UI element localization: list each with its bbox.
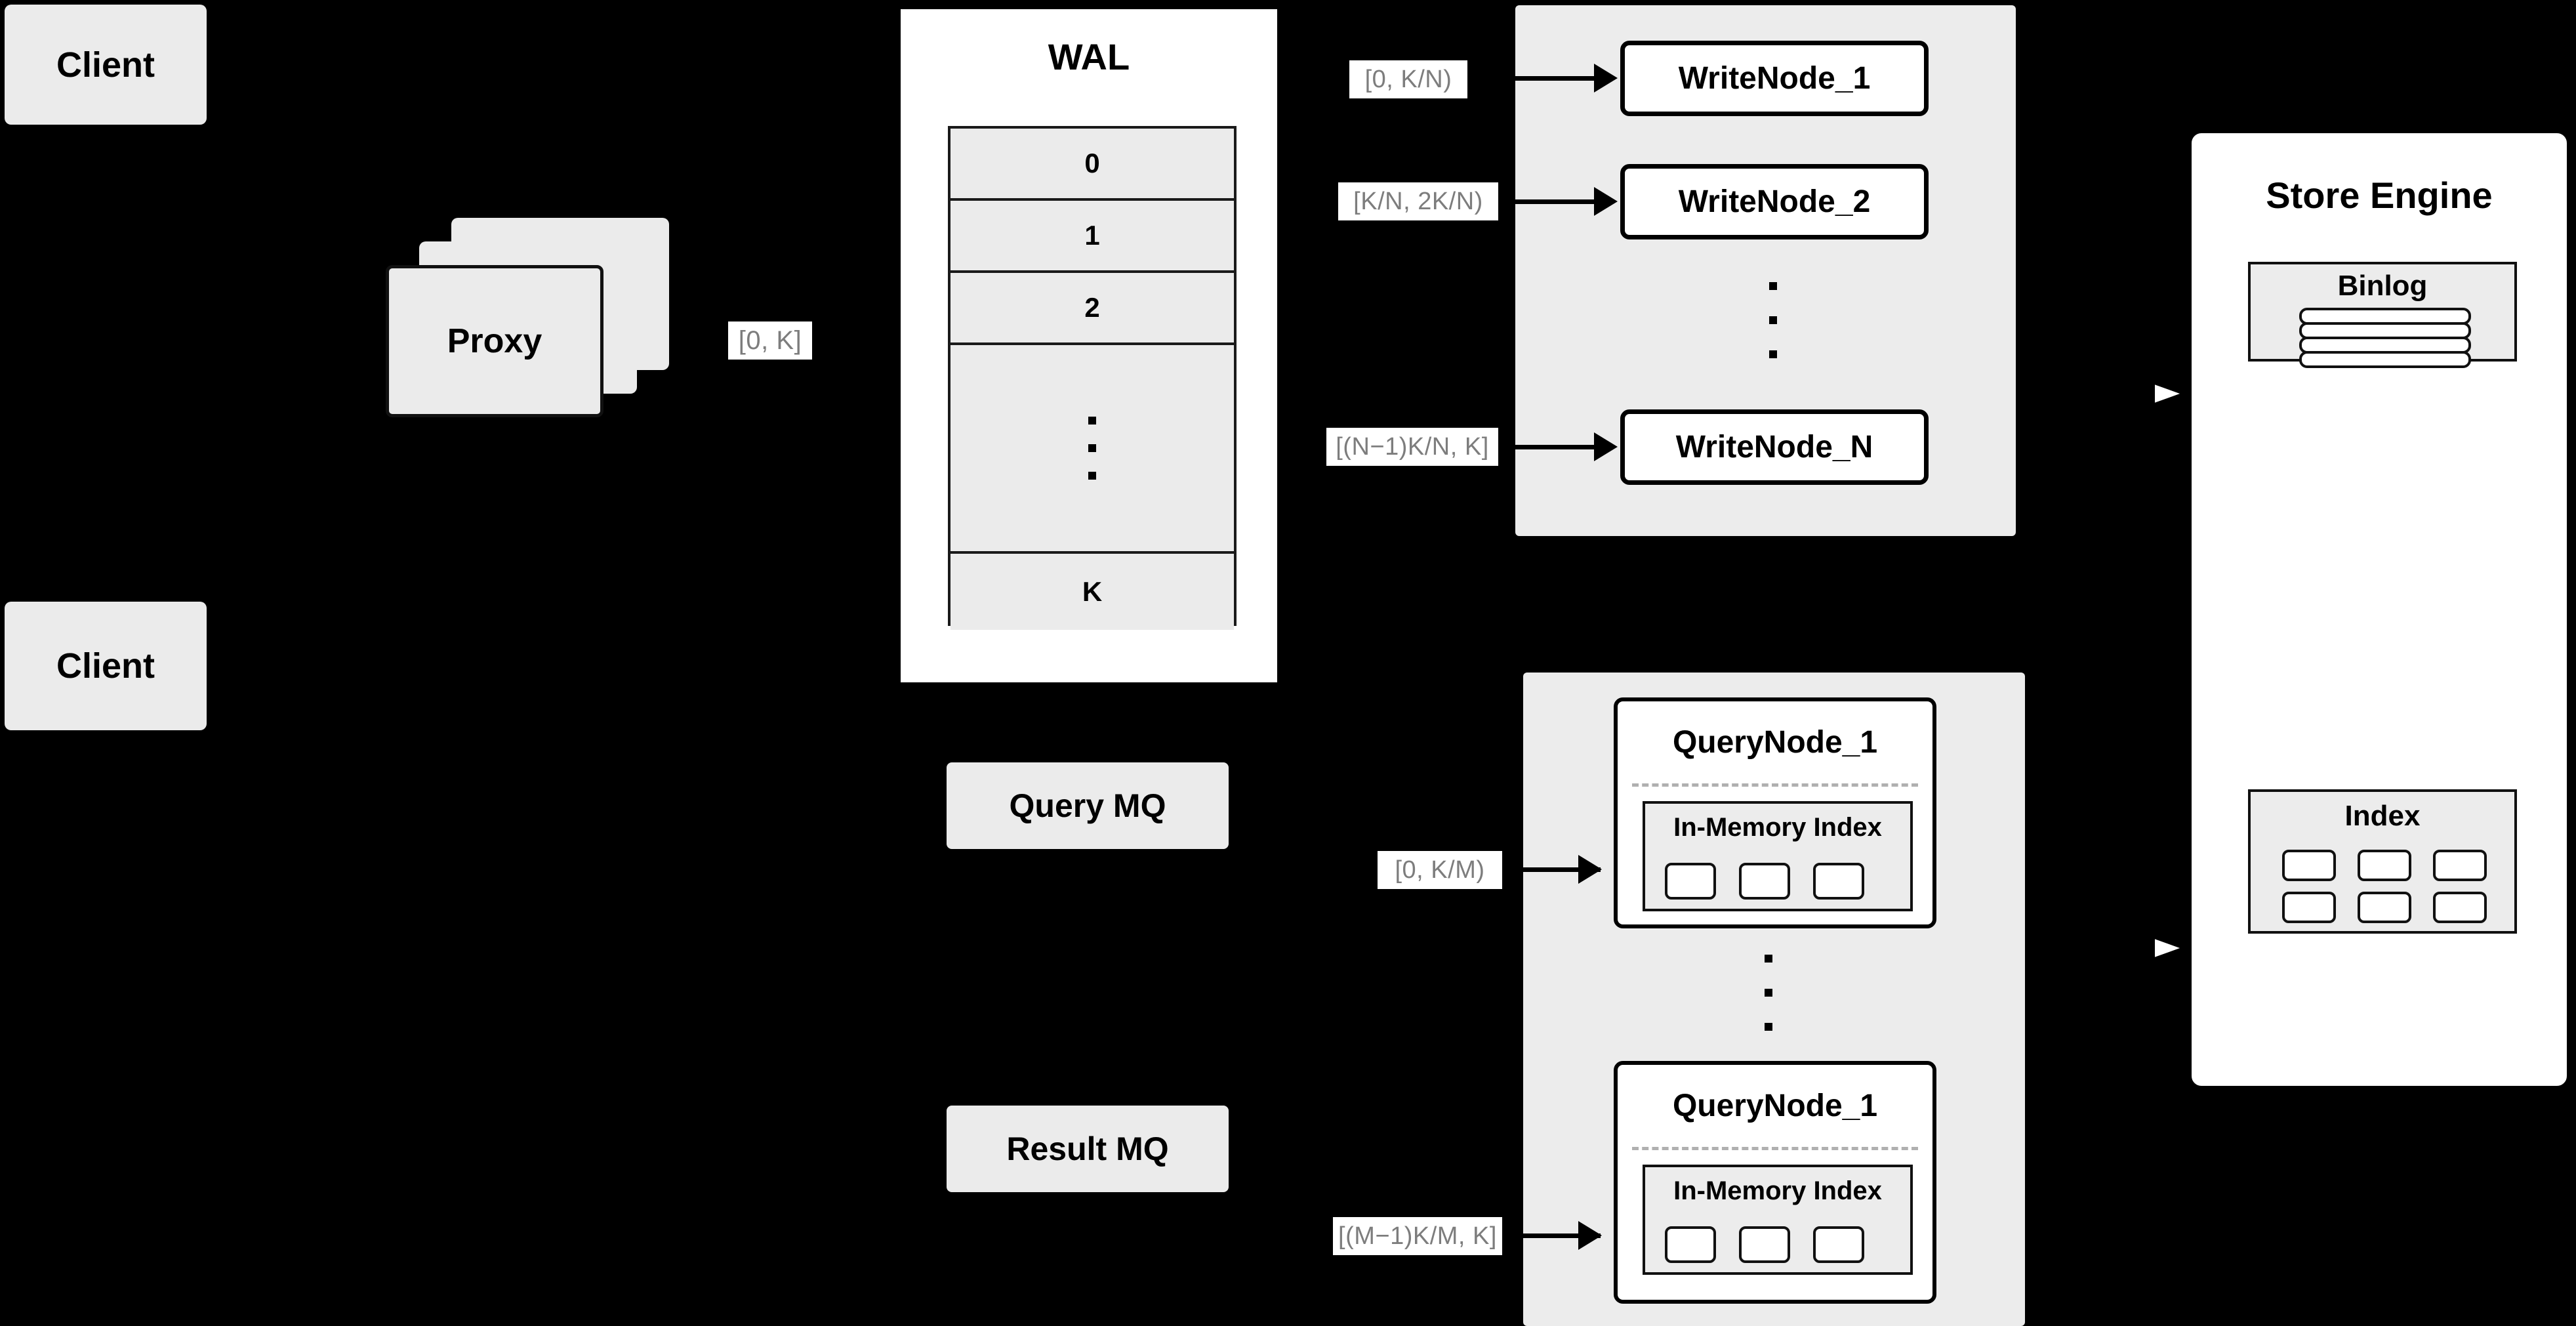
result-mq-box[interactable]: Result MQ [947,1106,1229,1192]
arrow-head-query-node-1 [1578,855,1602,884]
range-label-write-node-n: [(N−1)K/N, K] [1326,428,1498,466]
range-label-proxy-to-wal: [0, K] [728,321,812,360]
index-segment [1739,863,1790,900]
client-label-1: Client [56,45,155,85]
wal-row-k: K [951,554,1234,630]
ellipsis-dot [1765,1023,1772,1031]
index-cell [2282,892,2336,923]
index-cell [2358,892,2411,923]
query-node-ellipsis [1765,955,1772,1031]
ellipsis-dot [1769,282,1777,290]
arrow-head-query-node-m [1578,1221,1602,1250]
arrow-head-write-node-1 [1594,64,1618,93]
query-node-card-2[interactable]: QueryNode_1 In-Memory Index [1614,1061,1936,1304]
ellipsis-dot [1769,316,1777,324]
index-segment [1813,863,1864,900]
arrow-line-write-node-2 [1511,199,1597,204]
index-segment [1813,1226,1864,1263]
arrow-head-write-node-2 [1594,187,1618,216]
arrow-line-query-node-1 [1515,867,1601,872]
store-engine-title: Store Engine [2266,175,2493,216]
ellipsis-dot [1088,444,1096,452]
query-mq-box[interactable]: Query MQ [947,762,1229,849]
arrow-line-write-node-n [1511,445,1597,449]
arrow-head-write-node-n [1594,432,1618,461]
store-engine-container: Store Engine Binlog Index [2187,129,2571,1090]
client-label-2: Client [56,646,155,686]
wal-row-2: 2 [951,273,1234,345]
range-label-write-node-1: [0, K/N) [1349,60,1467,98]
result-mq-label: Result MQ [1006,1130,1169,1167]
arrow-line-write-node-1 [1511,76,1597,81]
wal-row-0: 0 [951,129,1234,201]
index-segment [1739,1226,1790,1263]
ellipsis-dot [1765,955,1772,963]
query-node-separator-1 [1632,783,1918,787]
index-cell [2433,892,2487,923]
query-node-card-1[interactable]: QueryNode_1 In-Memory Index [1614,697,1936,928]
wal-title: WAL [1048,36,1130,77]
index-cell [2433,850,2487,881]
wal-row-ellipsis [951,345,1234,554]
write-node-label-2: WriteNode_2 [1678,184,1871,219]
index-segment [1665,1226,1716,1263]
write-node-label-1: WriteNode_1 [1678,61,1871,96]
arrow-to-index [2102,933,2187,963]
binlog-row [2299,351,2471,368]
in-memory-index-panel-1: In-Memory Index [1643,801,1913,911]
in-memory-index-label-2: In-Memory Index [1673,1176,1882,1205]
client-box-2[interactable]: Client [5,602,207,730]
write-node-ellipsis [1769,282,1777,358]
proxy-card-front[interactable]: Proxy [386,265,603,417]
query-mq-label: Query MQ [1009,787,1166,824]
wal-container: WAL 0 1 2 K [896,5,1282,687]
write-node-card-2[interactable]: WriteNode_2 [1620,164,1929,239]
binlog-title: Binlog [2337,270,2428,302]
write-node-card-n[interactable]: WriteNode_N [1620,409,1929,485]
query-node-label-1: QueryNode_1 [1672,725,1878,760]
index-panel: Index [2248,789,2517,934]
ellipsis-dot [1088,472,1096,480]
ellipsis-dot [1765,989,1772,997]
arrow-to-binlog [2102,379,2187,409]
client-box-1[interactable]: Client [5,5,207,125]
in-memory-index-panel-2: In-Memory Index [1643,1165,1913,1275]
binlog-panel: Binlog [2248,262,2517,368]
query-node-label-2: QueryNode_1 [1672,1088,1878,1123]
index-cell [2358,850,2411,881]
wal-table: 0 1 2 K [948,126,1237,630]
wal-row-1: 1 [951,201,1234,273]
write-node-label-n: WriteNode_N [1675,430,1873,465]
ellipsis-dot [1769,350,1777,358]
index-cell [2282,850,2336,881]
write-node-card-1[interactable]: WriteNode_1 [1620,41,1929,116]
query-node-separator-2 [1632,1147,1918,1150]
ellipsis-dot [1088,417,1096,425]
arrow-line-query-node-m [1515,1233,1601,1238]
in-memory-index-label-1: In-Memory Index [1673,813,1882,842]
index-segment [1665,863,1716,900]
range-label-query-node-1: [0, K/M) [1378,851,1502,889]
proxy-label: Proxy [447,322,542,360]
range-label-write-node-2: [K/N, 2K/N) [1338,182,1498,220]
index-title: Index [2344,800,2421,832]
range-label-query-node-m: [(M−1)K/M, K] [1333,1217,1502,1255]
